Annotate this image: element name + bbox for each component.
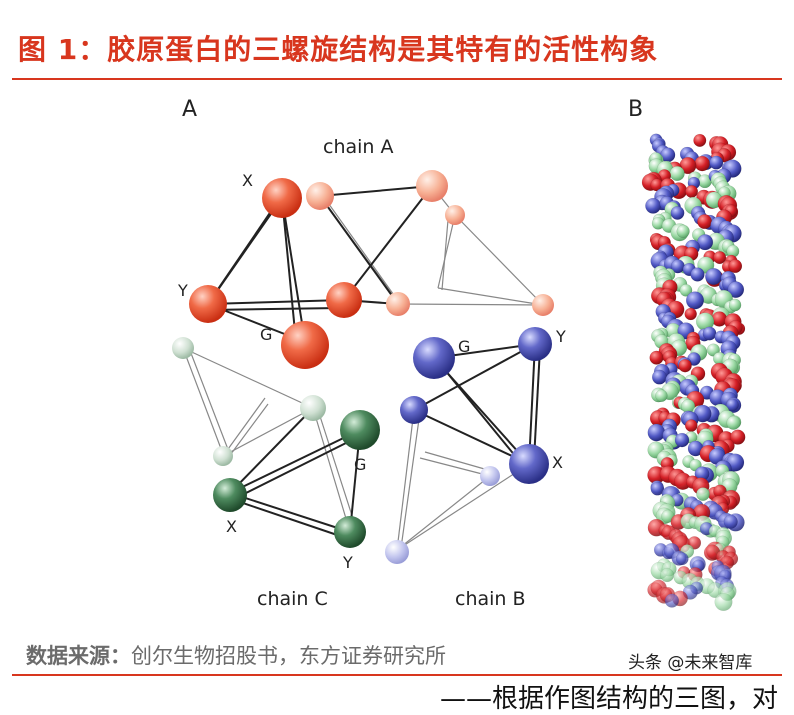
chain-c-residue-back-2 bbox=[213, 446, 233, 466]
helix-atom bbox=[730, 429, 746, 445]
helix-atom bbox=[685, 291, 705, 310]
helix-atom bbox=[650, 481, 665, 496]
source-label: 数据来源： bbox=[26, 644, 131, 668]
chain-b-residue-g bbox=[413, 337, 455, 379]
watermark: 头条 @未来智库 bbox=[628, 653, 753, 673]
helix-atom bbox=[702, 326, 717, 341]
chain-a-residue-mid-3 bbox=[326, 282, 362, 318]
chain-a-residue-mid-1 bbox=[306, 182, 334, 210]
panel-a-label: A bbox=[182, 97, 197, 122]
helix-atom bbox=[696, 487, 710, 501]
chain-a-label: chain A bbox=[323, 136, 394, 158]
helix-atom bbox=[684, 419, 698, 432]
cut-off-text: ——根据作图结构的三图，对 bbox=[440, 684, 779, 714]
chain-b-residue-x bbox=[509, 444, 549, 484]
helix-atom bbox=[679, 283, 693, 297]
chain-c-bonds bbox=[229, 407, 361, 539]
helix-atom bbox=[670, 205, 685, 220]
chain-a-residue-back-3 bbox=[445, 205, 465, 225]
triple-helix-model bbox=[641, 133, 746, 612]
chain-c-back-bonds bbox=[182, 347, 357, 533]
helix-atom bbox=[651, 369, 667, 385]
chain-a-y-label: Y bbox=[177, 281, 188, 300]
chain-b-residue-back-1 bbox=[385, 540, 409, 564]
chain-c-g-label: G bbox=[354, 455, 366, 474]
helix-atom bbox=[685, 185, 699, 198]
chain-c-residue-g bbox=[340, 410, 380, 450]
chain-a-residue-x bbox=[262, 178, 302, 218]
helix-atom bbox=[645, 197, 662, 214]
chain-c-residue-back-3 bbox=[300, 395, 326, 421]
chain-c-group: G X Y chain C bbox=[172, 337, 380, 610]
chain-b-g-label: G bbox=[458, 337, 470, 356]
chain-a-residue-back-2 bbox=[532, 294, 554, 316]
chain-a-x-label: X bbox=[242, 171, 253, 190]
bottom-divider bbox=[12, 674, 782, 676]
helix-atom bbox=[676, 224, 690, 238]
chain-a-residue-mid-2 bbox=[416, 170, 448, 202]
helix-atom bbox=[727, 281, 745, 298]
chain-a-residue-y bbox=[189, 285, 227, 323]
source-line: 数据来源：创尔生物招股书，东方证券研究所 bbox=[26, 640, 446, 670]
helix-atom bbox=[655, 389, 668, 402]
helix-atom bbox=[728, 259, 743, 274]
panel-b-label: B bbox=[628, 97, 643, 122]
chain-c-y-label: Y bbox=[342, 553, 353, 572]
helix-atom bbox=[660, 568, 675, 583]
chain-c-x-label: X bbox=[226, 517, 237, 536]
helix-atom bbox=[669, 165, 685, 182]
helix-atom bbox=[705, 267, 723, 286]
helix-atom bbox=[647, 423, 666, 442]
top-divider bbox=[12, 78, 782, 80]
chain-b-label: chain B bbox=[455, 588, 526, 610]
chain-a-residue-g bbox=[281, 321, 329, 369]
chain-b-residue-back-2 bbox=[480, 466, 500, 486]
helix-atom bbox=[711, 311, 728, 327]
helix-atom bbox=[693, 133, 707, 147]
helix-atom bbox=[690, 267, 705, 282]
helix-atom bbox=[649, 350, 664, 365]
helix-atom bbox=[664, 593, 680, 608]
helix-atom bbox=[684, 307, 697, 321]
chain-a-g-label: G bbox=[260, 325, 272, 344]
helix-atom bbox=[726, 415, 741, 430]
helix-atom bbox=[726, 398, 739, 412]
helix-atom bbox=[713, 251, 727, 265]
chain-b-residue-mid bbox=[400, 396, 428, 424]
figure-title: 图 1：胶原蛋白的三螺旋结构是其特有的活性构象 bbox=[18, 33, 659, 66]
helix-atom bbox=[714, 592, 733, 612]
chain-c-label: chain C bbox=[257, 588, 328, 610]
chain-b-residue-y bbox=[518, 327, 552, 361]
chain-b-x-label: X bbox=[552, 453, 563, 472]
chain-b-y-label: Y bbox=[555, 327, 566, 346]
source-text: 创尔生物招股书，东方证券研究所 bbox=[131, 644, 446, 668]
chain-a-group: chain A X Y G bbox=[177, 136, 554, 369]
helix-atom bbox=[728, 298, 742, 312]
helix-atom bbox=[697, 214, 713, 230]
collagen-figure: A B bbox=[172, 97, 746, 612]
helix-atom bbox=[675, 552, 689, 566]
helix-atom bbox=[694, 155, 710, 172]
helix-atom bbox=[674, 432, 690, 448]
chain-a-residue-back-1 bbox=[386, 292, 410, 316]
helix-atom bbox=[709, 155, 724, 170]
helix-atom bbox=[678, 358, 692, 373]
chain-b-back-bonds bbox=[396, 409, 530, 551]
chain-b-group: G Y X chain B bbox=[385, 327, 566, 610]
chain-c-residue-y bbox=[334, 516, 366, 548]
chain-c-residue-x bbox=[213, 478, 247, 512]
helix-atom bbox=[723, 514, 738, 529]
chain-c-residue-back-1 bbox=[172, 337, 194, 359]
